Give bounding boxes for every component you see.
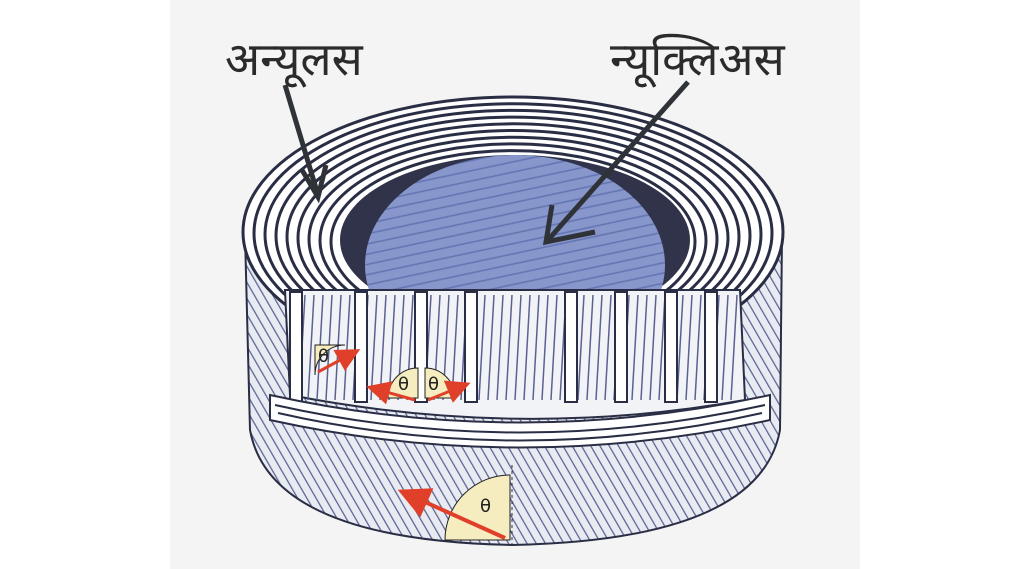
angle-marker: θ bbox=[314, 344, 361, 376]
fiber-line bbox=[694, 294, 702, 401]
fiber-line bbox=[514, 294, 522, 401]
lamella-cross-section bbox=[289, 291, 303, 403]
angle-marker: θ bbox=[424, 367, 471, 403]
fiber-line bbox=[595, 294, 603, 401]
svg-text:θ: θ bbox=[480, 496, 491, 517]
cutaway-lamellae bbox=[289, 291, 738, 403]
fiber-line bbox=[640, 294, 648, 401]
fiber-line bbox=[523, 294, 531, 401]
lamella-cross-section bbox=[354, 291, 368, 403]
fiber-line bbox=[685, 294, 693, 401]
fiber-line bbox=[577, 294, 585, 401]
fiber-line bbox=[505, 294, 513, 401]
svg-text:θ: θ bbox=[318, 346, 329, 367]
fiber-line bbox=[604, 294, 612, 401]
fiber-line bbox=[541, 294, 549, 401]
nucleus-pointer-arrow bbox=[546, 80, 690, 242]
fiber-line bbox=[496, 294, 504, 401]
fiber-line bbox=[631, 294, 639, 401]
fiber-line bbox=[730, 294, 738, 401]
fiber-line bbox=[586, 294, 594, 401]
lower-ring-band bbox=[269, 393, 771, 449]
annulus-pointer-arrow bbox=[282, 84, 321, 196]
angle-marker: θ bbox=[366, 367, 419, 405]
fiber-line bbox=[487, 294, 495, 401]
lamella-cross-section bbox=[564, 291, 578, 403]
fiber-line bbox=[550, 294, 558, 401]
fiber-line bbox=[721, 294, 729, 401]
lamella-cross-section bbox=[614, 291, 628, 403]
svg-text:θ: θ bbox=[428, 374, 439, 395]
fiber-line bbox=[649, 294, 657, 401]
nucleus-label: न्यूक्लिअस bbox=[610, 32, 786, 88]
fiber-line bbox=[343, 294, 351, 401]
fiber-line bbox=[334, 294, 342, 401]
lamella-cross-section bbox=[704, 291, 718, 403]
fiber-line bbox=[532, 294, 540, 401]
lamella-cross-section bbox=[464, 291, 478, 403]
svg-text:θ: θ bbox=[398, 374, 409, 395]
lamella-cross-section bbox=[664, 291, 678, 403]
annulus-label: अन्यूलस bbox=[225, 32, 364, 88]
fiber-line bbox=[478, 294, 486, 401]
fiber-line bbox=[307, 294, 315, 401]
angle-marker: θ bbox=[397, 474, 511, 541]
